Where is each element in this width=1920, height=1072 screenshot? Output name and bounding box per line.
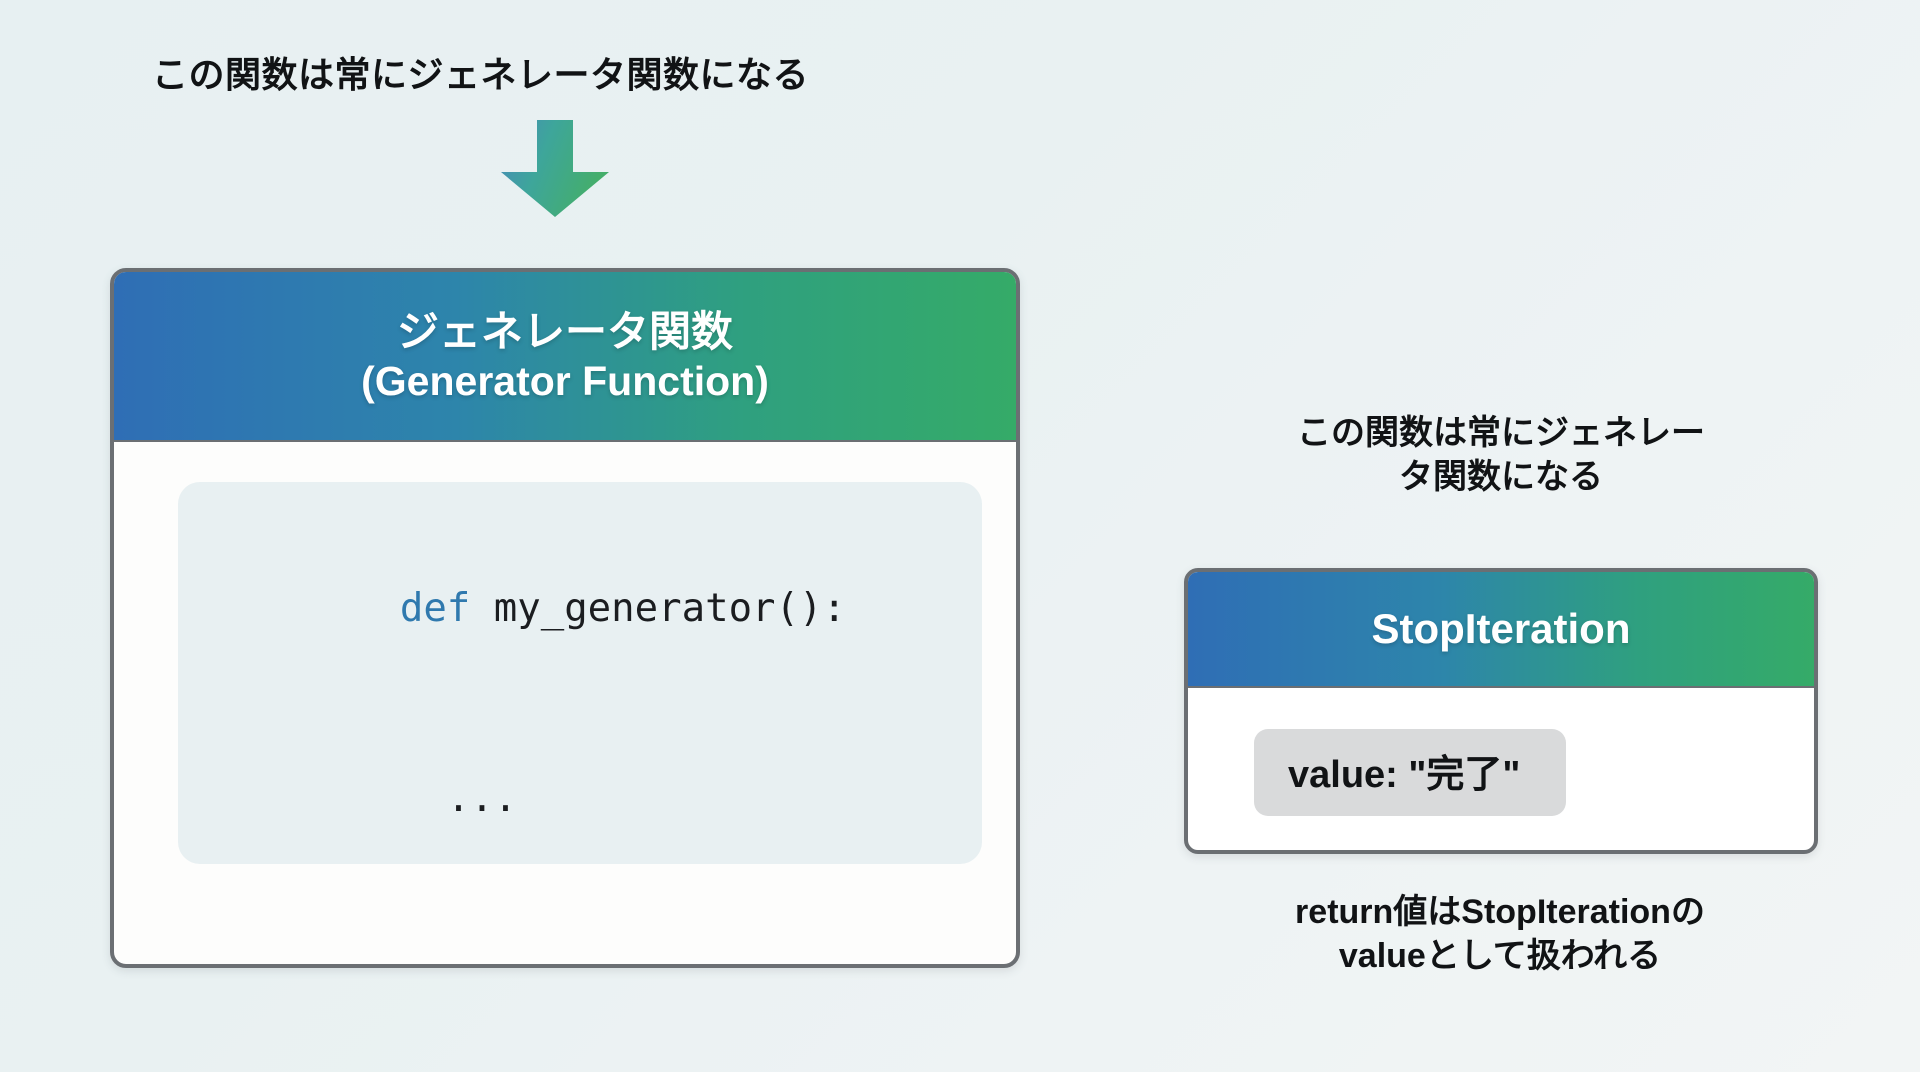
code-token-plain: my_generator(): <box>493 586 846 632</box>
bottom-caption-line2: valueとして扱われる <box>1338 937 1662 976</box>
code-line-yield: yield ... <box>212 893 952 968</box>
top-heading-label: この関数は常にジェネレータ関数になる <box>152 54 810 95</box>
bottom-caption-line1: return値はStopIterationの <box>1295 893 1705 931</box>
code-token-keyword: def <box>399 586 494 632</box>
generator-card-title-ja: ジェネレータ関数 <box>396 308 733 356</box>
code-token-plain: ... <box>446 775 518 821</box>
generator-card-title-en: (Generator Function) <box>361 357 769 404</box>
stop-iteration-card-body: value: "完了" <box>1188 688 1814 850</box>
value-chip: value: "完了" <box>1254 728 1567 816</box>
bottom-caption-label: return値はStopIterationの valueとして扱われる <box>1140 890 1860 978</box>
code-line-def: def my_generator(): <box>212 514 952 704</box>
code-block: def my_generator(): ... yield ... return… <box>178 482 982 864</box>
stop-iteration-card: StopIteration value: "完了" <box>1184 568 1818 854</box>
right-heading-line2: タ関数になる <box>1399 457 1603 496</box>
code-token-plain: ... <box>564 965 658 968</box>
right-heading-line1: この関数は常にジェネレー <box>1297 414 1705 452</box>
stop-iteration-card-title: StopIteration <box>1188 572 1814 688</box>
code-line-ellipsis: ... <box>212 704 952 894</box>
arrow-down-icon <box>492 120 618 218</box>
right-heading-label: この関数は常にジェネレー タ関数になる <box>1176 412 1826 499</box>
generator-card-header: ジェネレータ関数 (Generator Function) <box>114 272 1016 442</box>
generator-function-card: ジェネレータ関数 (Generator Function) def my_gen… <box>110 268 1020 968</box>
code-token-keyword: yield <box>447 965 564 968</box>
